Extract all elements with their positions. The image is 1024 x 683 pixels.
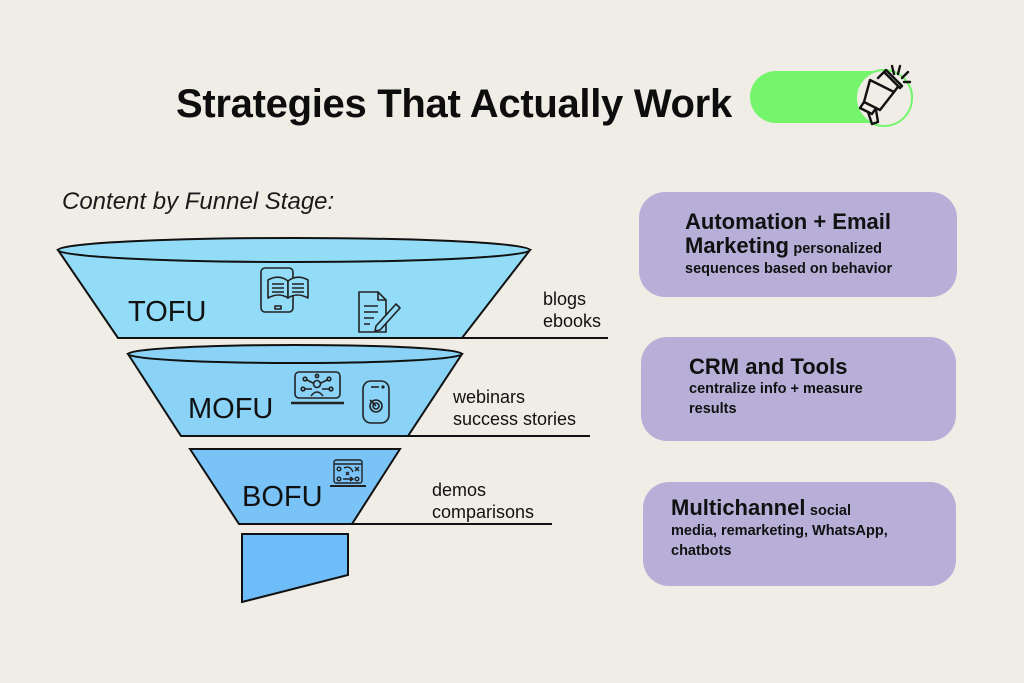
card-detail-continued: chatbots <box>671 543 732 559</box>
stage-label-mofu: MOFU <box>188 393 274 425</box>
content-item: demos <box>432 480 487 500</box>
content-item: webinars <box>453 387 526 407</box>
card-heading: Automation + Email <box>685 209 891 234</box>
card-detail-inline: personalized <box>793 241 883 257</box>
stage-items-mofu: webinars success stories <box>453 386 576 430</box>
megaphone-icon <box>858 64 912 126</box>
card-detail: centralize info + measure <box>689 381 863 397</box>
strategy-card-crm: CRM and Tools centralize info + measure … <box>641 337 956 441</box>
card-detail: sequences based on behavior <box>685 261 893 277</box>
content-item: blogs <box>543 289 587 309</box>
stage-label-bofu: BOFU <box>242 481 323 513</box>
stage-items-tofu: blogs ebooks <box>543 288 601 332</box>
card-heading: CRM and Tools <box>689 354 848 379</box>
card-detail-inline: social <box>809 503 852 519</box>
tablet-book-icon <box>260 267 309 313</box>
funnel-spout <box>241 533 349 604</box>
page-title: Strategies That Actually Work <box>176 82 732 126</box>
card-heading: Multichannel <box>671 495 806 520</box>
webinar-screen-icon <box>291 371 344 405</box>
stage-label-tofu: TOFU <box>128 296 207 328</box>
strategy-laptop-icon <box>330 459 366 487</box>
card-heading-continued: Marketing <box>685 233 789 258</box>
card-detail: media, remarketing, WhatsApp, <box>671 523 888 539</box>
funnel-subtitle: Content by Funnel Stage: <box>62 188 335 215</box>
strategy-card-multichannel: Multichannel social media, remarketing, … <box>643 482 956 586</box>
document-pencil-icon <box>358 291 401 333</box>
stage-items-bofu: demos comparisons <box>432 479 534 523</box>
content-item: comparisons <box>432 502 535 522</box>
strategy-card-automation: Automation + Email Marketing personalize… <box>639 192 957 297</box>
content-item: success stories <box>453 409 577 429</box>
phone-target-icon <box>362 380 390 424</box>
content-item: ebooks <box>543 311 602 331</box>
card-detail-continued: results <box>689 401 737 417</box>
